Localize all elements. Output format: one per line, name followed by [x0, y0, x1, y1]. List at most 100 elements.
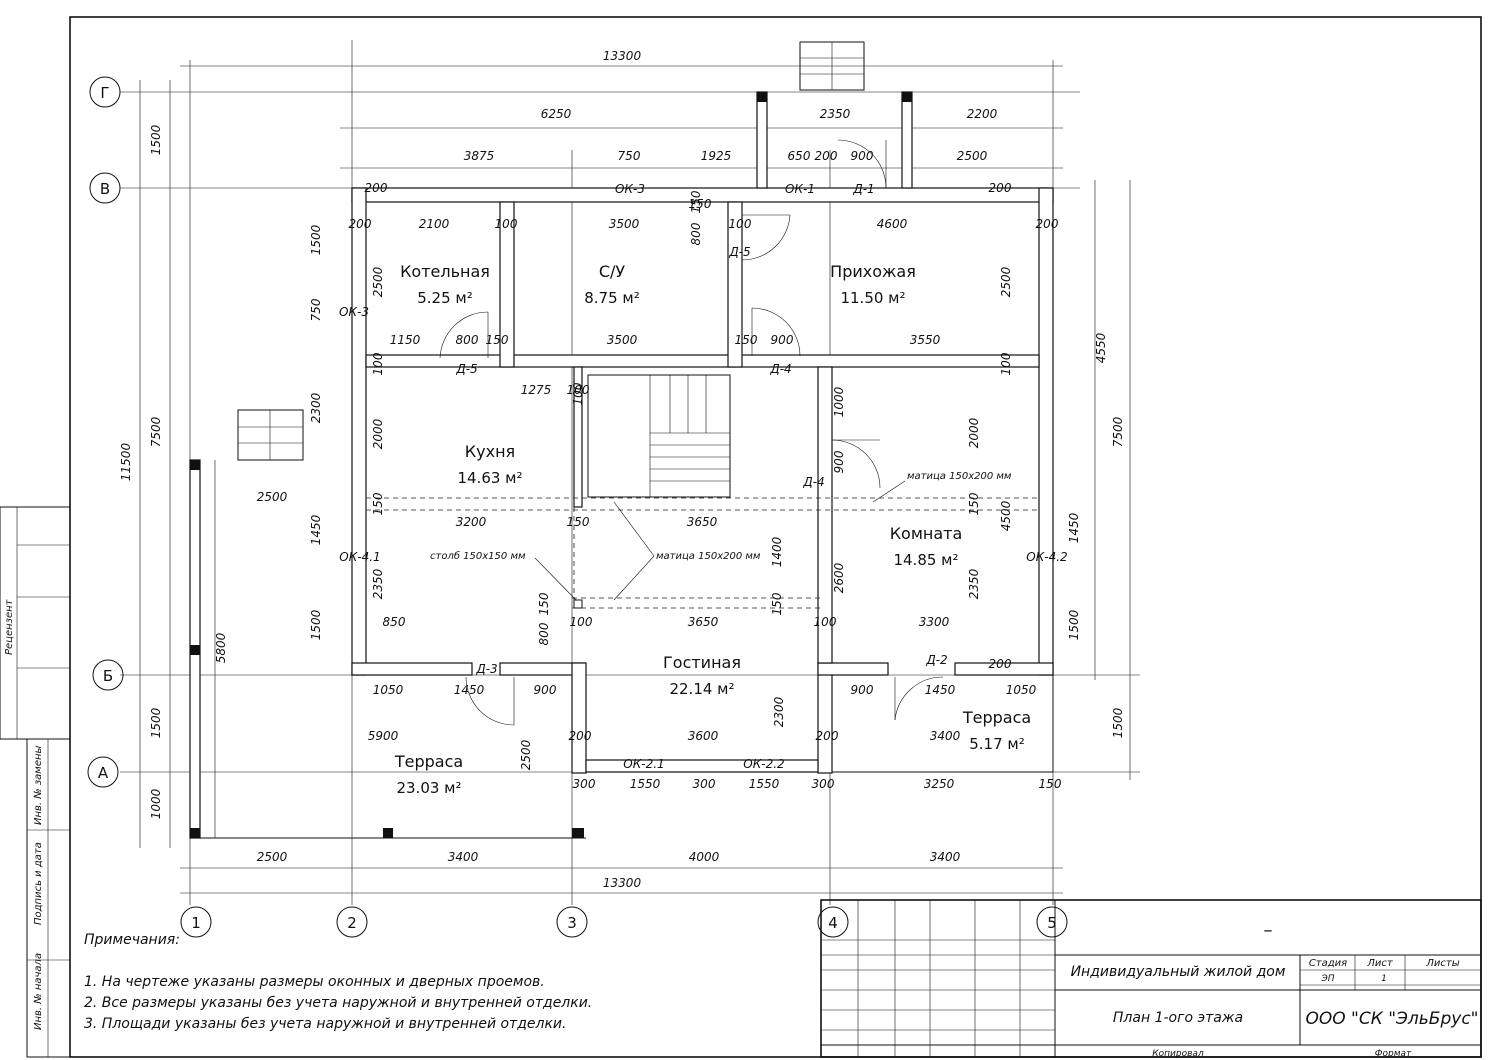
- sign-date-label: Подпись и дата: [33, 842, 44, 925]
- svg-text:ОК-2.2: ОК-2.2: [743, 757, 784, 771]
- room-labels: Котельная 5.25 м² С/У 8.75 м² Прихожая 1…: [394, 262, 1031, 797]
- stamp-sheet-title: План 1-ого этажа: [1113, 1010, 1243, 1026]
- svg-text:800: 800: [689, 222, 703, 245]
- reviewer-label: Рецензент: [4, 598, 15, 655]
- room-area: 5.25 м²: [417, 289, 473, 307]
- svg-text:750: 750: [618, 149, 641, 163]
- room-name: Терраса: [394, 752, 463, 771]
- svg-text:900: 900: [851, 683, 874, 697]
- inv-replace-label: Инв. № замены: [33, 745, 44, 825]
- svg-text:150: 150: [770, 592, 784, 615]
- axis-marker-row-b: [92, 659, 124, 691]
- svg-text:Д-4: Д-4: [802, 475, 824, 489]
- svg-text:2000: 2000: [967, 417, 981, 448]
- svg-text:1500: 1500: [149, 707, 163, 738]
- svg-text:ОК-3: ОК-3: [339, 305, 369, 319]
- stamp-company: ООО "СК "ЭльБрус": [1306, 1009, 1479, 1029]
- svg-text:ОК-1: ОК-1: [785, 182, 815, 196]
- svg-text:300: 300: [573, 777, 596, 791]
- svg-text:100: 100: [495, 217, 518, 231]
- svg-text:4: 4: [828, 914, 838, 932]
- svg-text:1925: 1925: [701, 149, 732, 163]
- axis-marker-col-1: [180, 906, 212, 938]
- svg-text:3500: 3500: [607, 333, 638, 347]
- svg-text:2350: 2350: [820, 107, 851, 121]
- svg-text:650: 650: [788, 149, 811, 163]
- svg-text:200: 200: [365, 181, 388, 195]
- svg-text:100: 100: [999, 352, 1013, 375]
- svg-text:150: 150: [1039, 777, 1062, 791]
- svg-text:2600: 2600: [832, 562, 846, 593]
- svg-text:3400: 3400: [448, 850, 479, 864]
- svg-text:100: 100: [571, 382, 585, 405]
- svg-text:Г: Г: [100, 84, 109, 102]
- svg-text:3: 3: [567, 914, 577, 932]
- annotations: матица 150х200 мм матица 150х200 мм стол…: [430, 471, 1012, 601]
- svg-text:Лист: Лист: [1366, 958, 1394, 969]
- svg-text:200: 200: [349, 217, 372, 231]
- inv-original-label: Инв. № начала: [33, 953, 44, 1030]
- svg-text:3500: 3500: [609, 217, 640, 231]
- staircase: [587, 374, 731, 498]
- room-name: Комната: [890, 524, 963, 543]
- svg-text:2500: 2500: [257, 850, 288, 864]
- svg-text:2350: 2350: [967, 568, 981, 599]
- svg-text:матица 150х200 мм: матица 150х200 мм: [656, 551, 761, 562]
- svg-text:1400: 1400: [770, 536, 784, 567]
- axis-marker-col-2: [336, 906, 368, 938]
- svg-text:150: 150: [486, 333, 509, 347]
- svg-text:3600: 3600: [688, 729, 719, 743]
- svg-text:2000: 2000: [371, 418, 385, 449]
- room-name: Терраса: [962, 708, 1031, 727]
- note-item: 2. Все размеры указаны без учета наружно…: [84, 995, 592, 1011]
- svg-text:200: 200: [1036, 217, 1059, 231]
- svg-text:11500: 11500: [119, 443, 133, 482]
- svg-text:3400: 3400: [930, 850, 961, 864]
- svg-text:1: 1: [1381, 974, 1387, 984]
- svg-text:ОК-4.1: ОК-4.1: [339, 550, 380, 564]
- svg-text:1000: 1000: [832, 386, 846, 417]
- opening-labels: ОК-3 ОК-3 ОК-1 Д-1 Д-5 Д-5 Д-4 Д-4 ОК-4.…: [339, 182, 1068, 771]
- svg-text:В: В: [100, 180, 110, 198]
- svg-text:5800: 5800: [214, 632, 228, 663]
- svg-text:1450: 1450: [454, 683, 485, 697]
- svg-text:1500: 1500: [149, 124, 163, 155]
- svg-text:3300: 3300: [919, 615, 950, 629]
- svg-text:1550: 1550: [749, 777, 780, 791]
- axis-marker-row-g: [89, 76, 121, 108]
- svg-text:150: 150: [689, 190, 703, 213]
- svg-text:1150: 1150: [390, 333, 421, 347]
- svg-text:13300: 13300: [603, 876, 642, 890]
- svg-text:150: 150: [537, 592, 551, 615]
- svg-text:3650: 3650: [688, 615, 719, 629]
- axis-markers: Г В Б А 1 2 3 4 5: [87, 76, 1068, 938]
- room-area: 14.85 м²: [893, 551, 958, 569]
- room-name: Котельная: [400, 262, 490, 281]
- side-stamp: Рецензент Инв. № замены Подпись и дата И…: [0, 506, 71, 1058]
- svg-text:1500: 1500: [309, 609, 323, 640]
- svg-text:1500: 1500: [309, 224, 323, 255]
- dimension-lines: [139, 65, 1131, 894]
- svg-text:850: 850: [383, 615, 406, 629]
- svg-text:200: 200: [989, 181, 1012, 195]
- svg-text:4550: 4550: [1094, 332, 1108, 363]
- svg-text:800: 800: [537, 622, 551, 645]
- svg-text:200: 200: [815, 149, 838, 163]
- room-name: С/У: [599, 262, 626, 281]
- svg-text:1500: 1500: [1067, 609, 1081, 640]
- svg-text:1550: 1550: [630, 777, 661, 791]
- svg-text:Д-2: Д-2: [925, 653, 947, 667]
- room-area: 22.14 м²: [669, 680, 734, 698]
- svg-text:100: 100: [570, 615, 593, 629]
- axis-marker-row-v: [89, 172, 121, 204]
- stamp-project: Индивидуальный жилой дом: [1071, 964, 1286, 980]
- svg-text:5900: 5900: [368, 729, 399, 743]
- svg-text:2500: 2500: [257, 490, 288, 504]
- svg-text:2500: 2500: [519, 739, 533, 770]
- svg-text:1050: 1050: [1006, 683, 1037, 697]
- svg-text:4600: 4600: [877, 217, 908, 231]
- svg-text:6250: 6250: [541, 107, 572, 121]
- svg-text:1450: 1450: [309, 514, 323, 545]
- axis-marker-col-5: [1036, 906, 1068, 938]
